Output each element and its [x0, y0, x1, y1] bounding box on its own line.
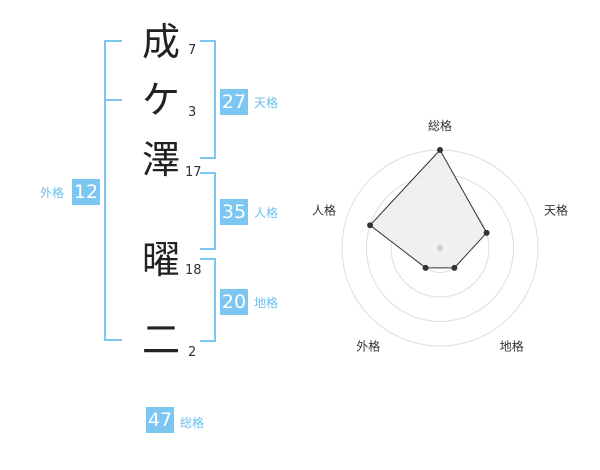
radar-axis-label-2: 天格	[544, 202, 568, 217]
radar-point-3	[451, 264, 458, 271]
tenkaku-label: 天格	[254, 96, 279, 110]
stroke-count-2: 3	[188, 105, 197, 120]
radar-axis-label-5: 人格	[312, 202, 336, 217]
radar-point-1	[437, 147, 443, 153]
stroke-count-5: 2	[188, 345, 197, 360]
soukaku-value: 47	[146, 407, 174, 433]
chikaku-value: 20	[220, 289, 248, 315]
radar-center-dot	[437, 245, 443, 251]
radar-series-polygon	[369, 149, 488, 269]
jinkaku-bracket	[200, 172, 216, 250]
jinkaku-label: 人格	[254, 206, 279, 220]
bracket-tick	[104, 99, 122, 101]
radar-point-5	[367, 222, 374, 229]
name-char-5: 二	[141, 318, 180, 362]
radar-axis-label-1: 総格	[428, 118, 452, 133]
radar-point-2	[483, 229, 490, 236]
name-char-3: 澤	[141, 138, 180, 182]
radar-axis-label-4: 外格	[356, 339, 380, 354]
radar-axis-label-3: 地格	[500, 339, 524, 354]
name-char-4: 曜	[141, 238, 180, 282]
gaikaku-value: 12	[72, 179, 100, 205]
chikaku-label: 地格	[254, 296, 279, 310]
stroke-count-4: 18	[185, 263, 202, 278]
jinkaku-value: 35	[220, 199, 248, 225]
gaikaku-bracket	[104, 40, 122, 341]
stroke-count-1: 7	[188, 43, 197, 58]
chikaku-bracket	[200, 258, 216, 342]
soukaku-label: 総格	[180, 416, 205, 430]
tenkaku-bracket	[200, 40, 216, 159]
radar-point-4	[422, 264, 429, 271]
name-char-1: 成	[141, 20, 180, 64]
stroke-count-3: 17	[185, 165, 202, 180]
tenkaku-value: 27	[220, 89, 248, 115]
gaikaku-label: 外格	[40, 186, 65, 200]
name-char-2: ケ	[141, 78, 180, 122]
